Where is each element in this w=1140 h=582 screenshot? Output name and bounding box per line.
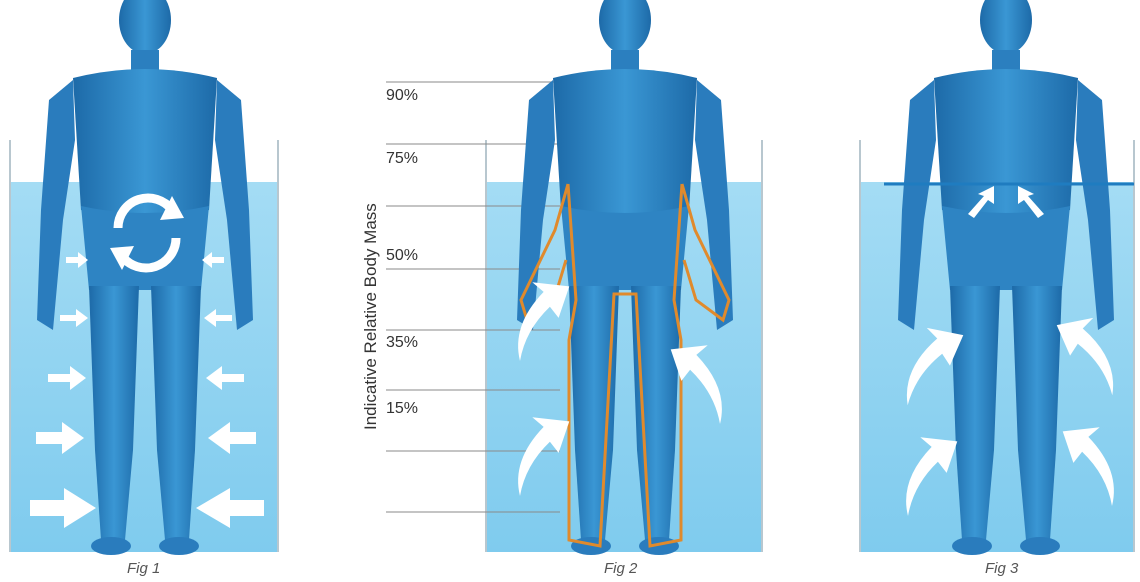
scale-label-15: 15%	[386, 400, 418, 417]
fig2-caption: Fig 2	[604, 560, 638, 577]
scale-label-75: 75%	[386, 150, 418, 167]
fig1-caption: Fig 1	[127, 560, 160, 577]
scale-label-90: 90%	[386, 87, 418, 104]
scale-label-50: 50%	[386, 247, 418, 264]
figure-1: Fig 1	[10, 0, 278, 577]
scale-label-35: 35%	[386, 334, 418, 351]
figure-2: 90% 75% 50% 35% 15% Indicative Relative …	[361, 0, 762, 577]
scale-axis-title: Indicative Relative Body Mass	[361, 203, 380, 430]
figure-3: Fig 3	[860, 0, 1140, 577]
fig3-caption: Fig 3	[985, 560, 1019, 577]
